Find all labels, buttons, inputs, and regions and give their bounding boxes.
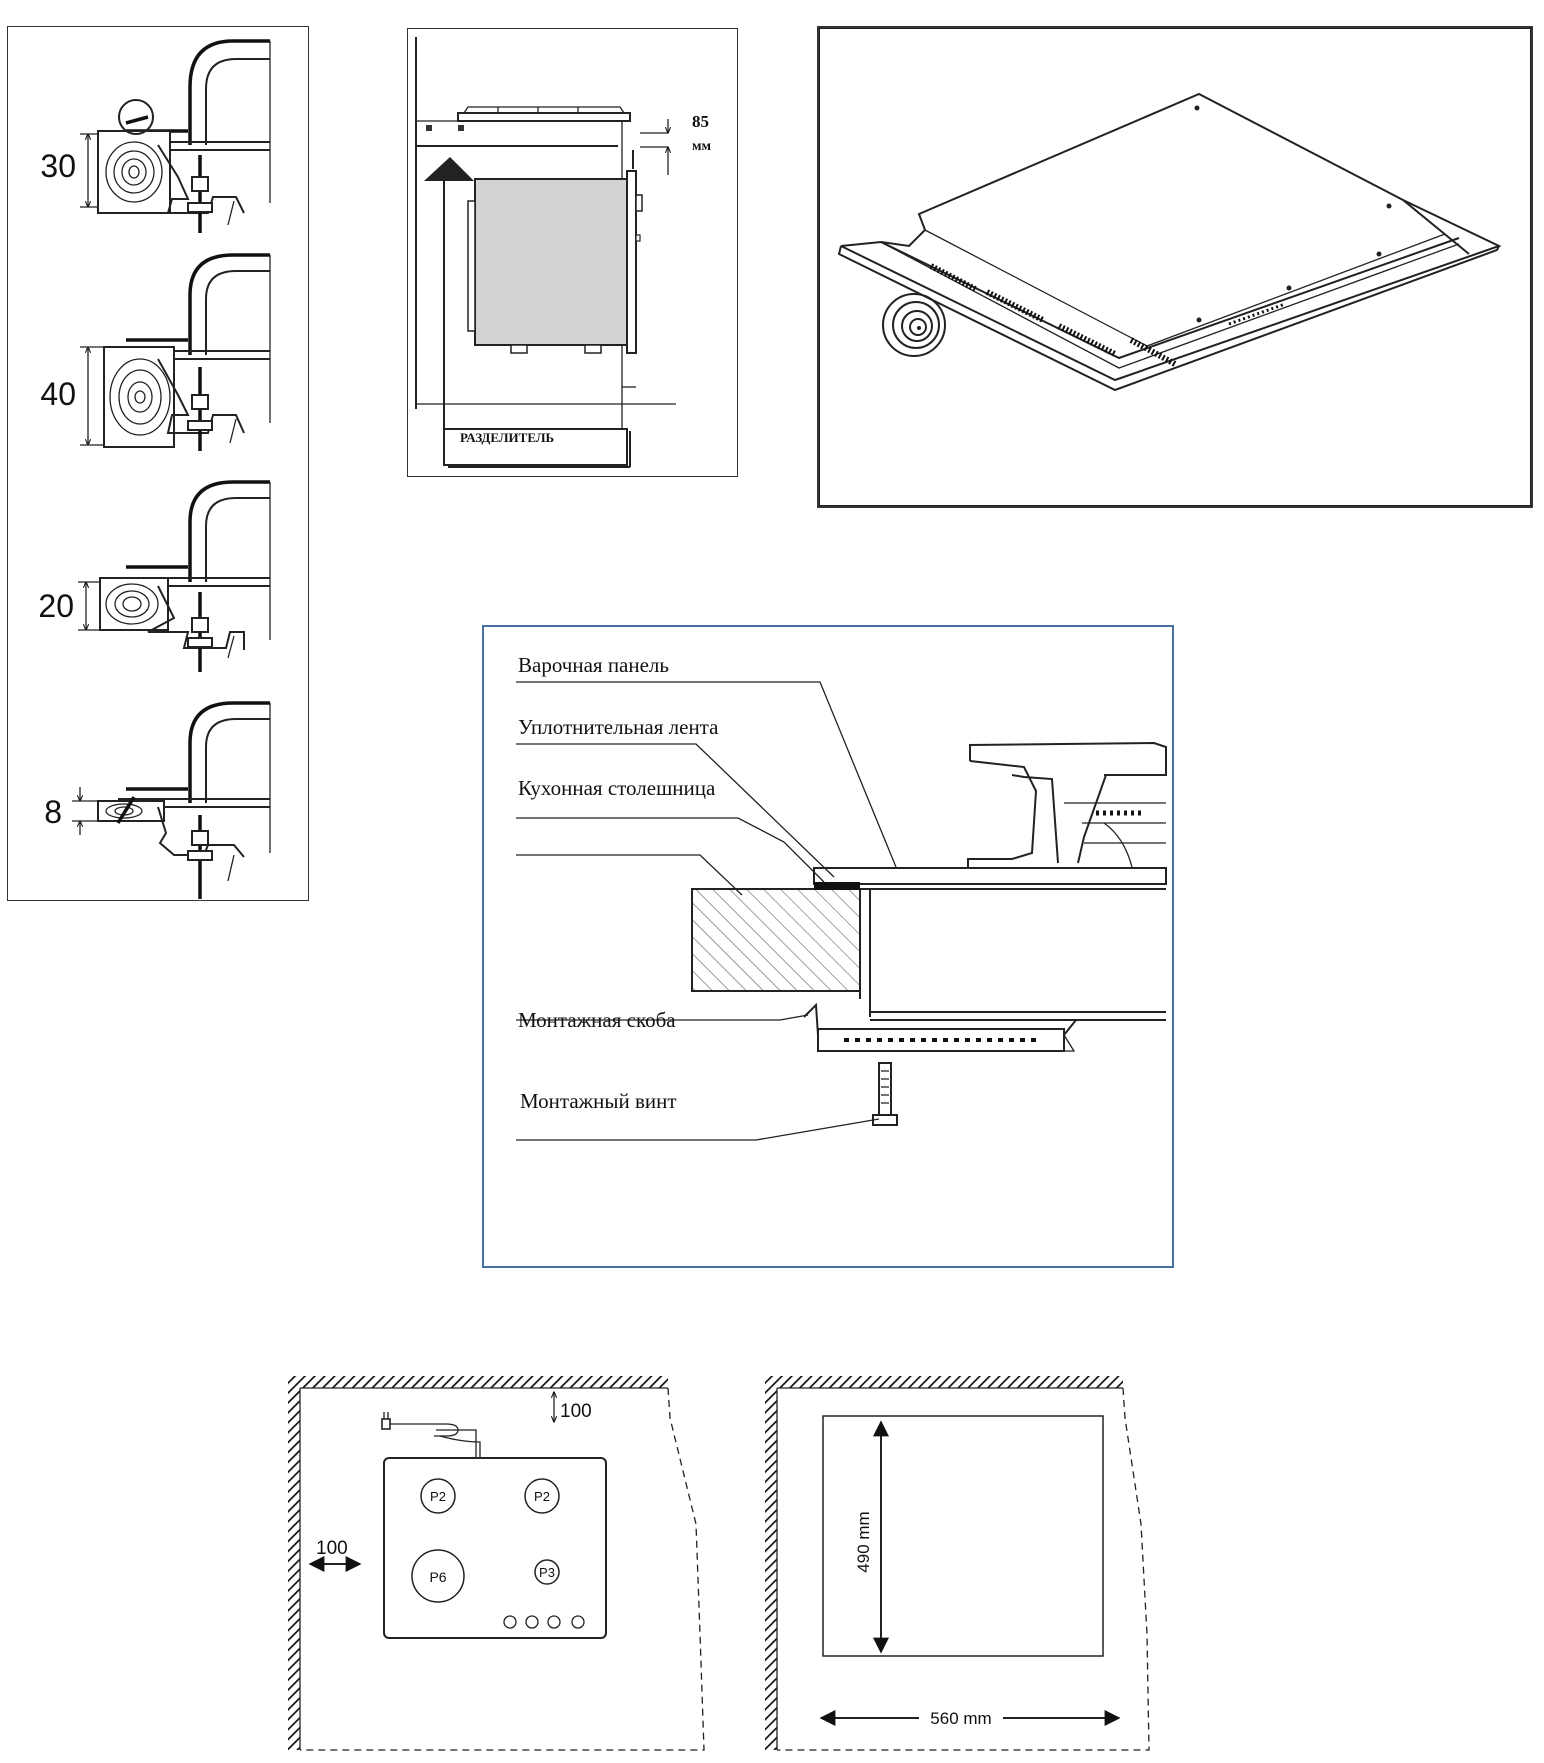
oven-clearance-panel: 85 мм РАЗДЕЛИТЕЛЬ: [407, 28, 738, 477]
burner-p6: P6: [411, 1549, 465, 1603]
mounting-section-panel: Варочная панель Уплотнительная лента Кух…: [482, 625, 1174, 1268]
cutout-depth-label: 490 mm: [854, 1511, 873, 1572]
burner-p2-right: P2: [524, 1478, 560, 1514]
cutout-plan-drawing: 490 mm 560 mm: [765, 1376, 1150, 1751]
oven-clearance-drawing: 85 мм РАЗДЕЛИТЕЛЬ: [415, 37, 712, 468]
isometric-hob-drawing: [819, 28, 1531, 506]
seal-depth-30-label: 30: [40, 148, 76, 184]
placement-plan-drawing: P2 P2 P6 P3 100 100: [288, 1376, 705, 1751]
svg-text:P6: P6: [429, 1569, 446, 1585]
svg-text:P2: P2: [534, 1489, 550, 1504]
hob-body: [813, 867, 1167, 1021]
top-clearance-label: 100: [560, 1401, 592, 1422]
seal-profiles-panel: 30 40: [7, 26, 309, 901]
seal-depth-20-label: 20: [38, 588, 74, 624]
mounting-section-drawing: Варочная панель Уплотнительная лента Кух…: [516, 653, 1167, 1141]
worktop: [691, 888, 861, 992]
burner-p2-left: P2: [420, 1478, 456, 1514]
burner-p3: P3: [534, 1559, 560, 1585]
divider-label: РАЗДЕЛИТЕЛЬ: [460, 430, 554, 445]
cutout-width-label: 560 mm: [930, 1709, 991, 1728]
seal-tape-roll: [882, 293, 946, 357]
hob-profile: [426, 106, 631, 131]
svg-text:P2: P2: [430, 1489, 446, 1504]
mounting-screw: [872, 1062, 898, 1126]
bracket-label: Монтажная скоба: [518, 1008, 676, 1032]
burner-grate: [967, 741, 1167, 868]
placement-plan-panel: P2 P2 P6 P3 100 100: [286, 1374, 706, 1751]
seal-profile-20: 20: [38, 480, 271, 672]
worktop-label: Кухонная столешница: [518, 776, 716, 800]
leader-lines: [516, 681, 897, 1141]
seal-profile-30: 30: [40, 39, 271, 233]
cutout-outline: [822, 1415, 1104, 1657]
mounting-bracket: [803, 1002, 1077, 1052]
screw-label: Монтажный винт: [520, 1089, 677, 1113]
hob-label: Варочная панель: [518, 653, 669, 677]
cutout-plan-panel: 490 mm 560 mm: [763, 1374, 1163, 1751]
oven-body: [467, 170, 643, 354]
vent-slots: [929, 263, 1286, 367]
control-knobs: [503, 1615, 585, 1629]
hob-outline: [383, 1457, 607, 1639]
svg-text:P3: P3: [539, 1565, 555, 1580]
seal-depth-40-label: 40: [40, 376, 76, 412]
seal-profiles-drawing: 30 40: [38, 39, 271, 899]
divider-arrow: [424, 157, 474, 465]
side-clearance-label: 100: [316, 1538, 348, 1559]
isometric-hob-panel: [817, 26, 1533, 508]
sealing-tape-label: Уплотнительная лента: [518, 715, 719, 739]
divider-label-box: [443, 428, 628, 466]
seal-profile-8: 8: [44, 701, 271, 899]
seal-depth-8-label: 8: [44, 794, 62, 830]
power-cord: [381, 1412, 481, 1458]
seal-profile-40: 40: [40, 253, 271, 451]
oven-gap-unit: мм: [692, 139, 712, 154]
oven-gap-value: 85: [692, 112, 709, 131]
